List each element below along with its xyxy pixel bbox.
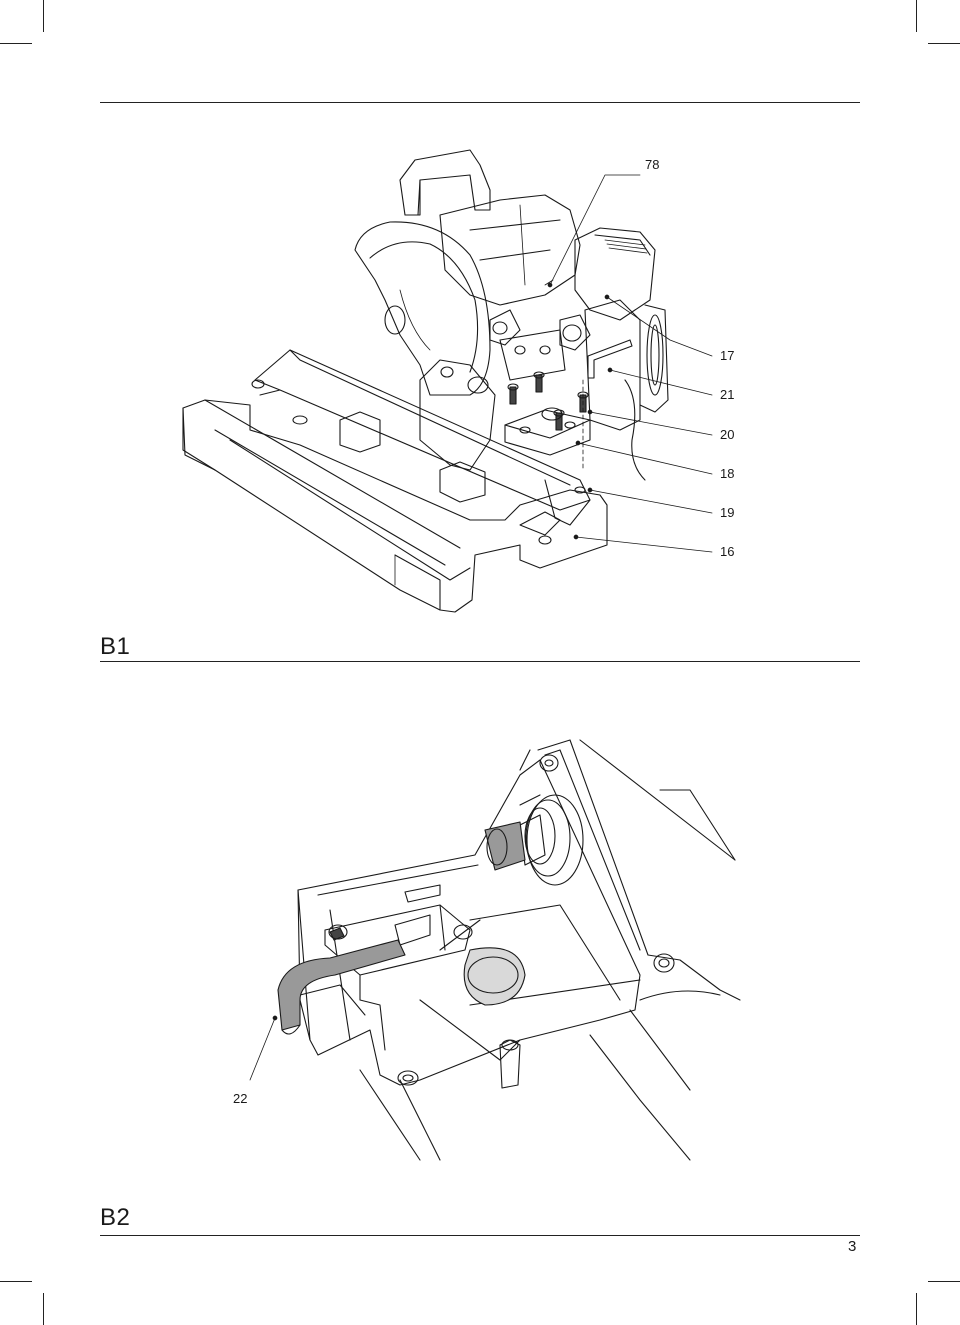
figure-b1-label: B1 — [100, 633, 131, 660]
figure-b1-rule — [100, 661, 860, 662]
callout-17: 17 — [720, 348, 735, 363]
figure-b2-label: B2 — [100, 1204, 131, 1231]
crop-mark-tl-v — [43, 0, 44, 32]
crop-mark-bl-h — [0, 1281, 32, 1282]
callout-21: 21 — [720, 387, 735, 402]
callout-19: 19 — [720, 505, 735, 520]
callout-16: 16 — [720, 544, 735, 559]
figure-b2-rule — [100, 1235, 860, 1236]
crop-mark-tl-h — [0, 43, 32, 44]
crop-mark-tr-v — [916, 0, 917, 32]
crop-mark-tr-h — [928, 43, 960, 44]
callout-78: 78 — [645, 157, 660, 172]
water-tray-drawing — [249, 739, 741, 1161]
crop-mark-bl-v — [43, 1293, 44, 1325]
tile-saw-drawing — [182, 149, 713, 613]
header-rule — [100, 102, 860, 103]
page-number: 3 — [848, 1238, 857, 1255]
callout-22: 22 — [233, 1091, 248, 1106]
crop-mark-br-v — [916, 1293, 917, 1325]
callout-20: 20 — [720, 427, 735, 442]
callout-18: 18 — [720, 466, 735, 481]
crop-mark-br-h — [928, 1281, 960, 1282]
